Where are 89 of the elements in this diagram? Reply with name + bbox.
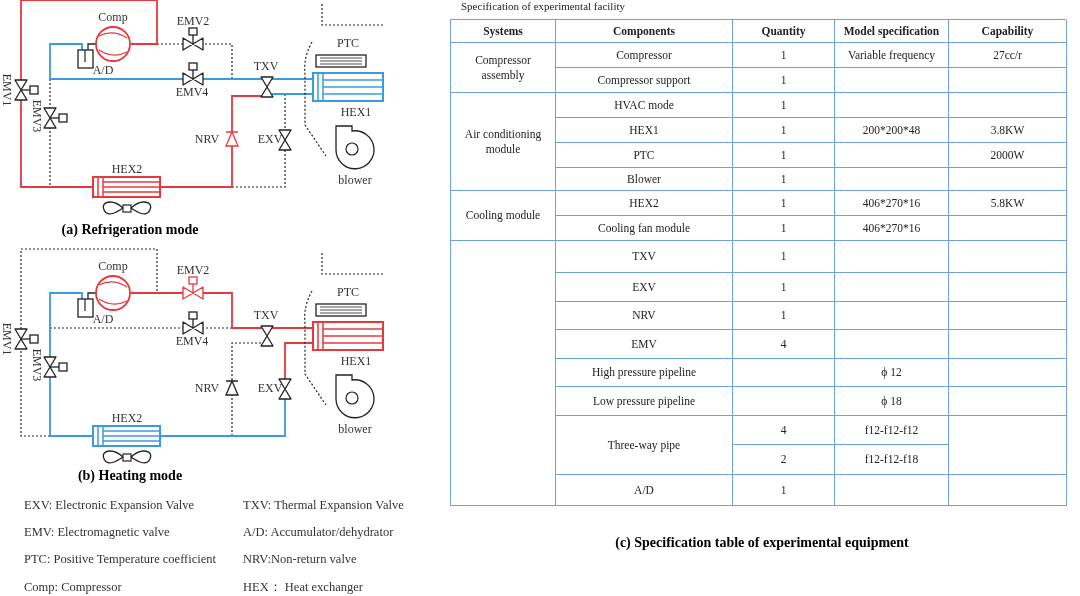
table-cell: EMV <box>556 330 733 359</box>
abbreviation-note: NRV:Non-return valve <box>243 552 357 566</box>
table-cell: 2 <box>733 445 835 475</box>
component-label: HEX2 <box>111 163 143 175</box>
component-label: EXV <box>257 133 283 145</box>
table-header-cell: Systems <box>451 20 556 43</box>
component-label: PTC <box>337 286 359 298</box>
component-label: EMV3 <box>31 348 43 382</box>
figure-caption: (a) Refrigeration mode <box>61 223 199 237</box>
table-cell: EXV <box>556 273 733 302</box>
table-header-cell: Quantity <box>733 20 835 43</box>
table-cell: 2000W <box>949 143 1067 168</box>
table-cell: 4 <box>733 330 835 359</box>
abbreviation-note: EMV: Electromagnetic valve <box>24 525 170 539</box>
component-label: EXV <box>257 382 283 394</box>
table-cell: 200*200*48 <box>835 118 949 143</box>
table-cell: HEX1 <box>556 118 733 143</box>
table-cell: NRV <box>556 302 733 330</box>
table-cell: 1 <box>733 118 835 143</box>
abbreviation-note: A/D: Accumulator/dehydrator <box>243 525 394 539</box>
table-cell: HEX2 <box>556 191 733 216</box>
component-label: blower <box>338 174 372 186</box>
table-cell: 1 <box>733 43 835 68</box>
table-cell: PTC <box>556 143 733 168</box>
table-cell: 406*270*16 <box>835 216 949 241</box>
table-cell: 406*270*16 <box>835 191 949 216</box>
component-label: Comp <box>98 260 128 272</box>
table-cell: 1 <box>733 191 835 216</box>
table-cell: 1 <box>733 93 835 118</box>
component-label: HEX2 <box>111 412 143 424</box>
component-label: EMV3 <box>31 99 43 133</box>
component-label: EMV1 <box>1 73 13 107</box>
abbreviation-note: HEX： Heat exchanger <box>243 580 363 594</box>
table-cell: ϕ 18 <box>835 387 949 416</box>
abbreviation-note: TXV: Thermal Expansion Valve <box>243 498 404 512</box>
abbreviation-note: Comp: Compressor <box>24 580 122 594</box>
component-label: EMV4 <box>175 335 209 347</box>
component-label: EMV2 <box>176 15 210 27</box>
table-cell: ϕ 12 <box>835 359 949 387</box>
table-cell: Compressor support <box>556 68 733 93</box>
table-header-cell: Model specification <box>835 20 949 43</box>
component-label: Comp <box>98 11 128 23</box>
table-cell: 3.8KW <box>949 118 1067 143</box>
table-cell: 1 <box>733 302 835 330</box>
table-cell: TXV <box>556 241 733 273</box>
table-cell: 5.8KW <box>949 191 1067 216</box>
component-label: NRV <box>194 382 220 394</box>
figure-caption: (b) Heating mode <box>77 469 183 483</box>
component-label: EMV1 <box>1 322 13 356</box>
component-label: A/D <box>92 64 114 76</box>
abbreviation-note: EXV: Electronic Expansion Valve <box>24 498 194 512</box>
table-cell: 1 <box>733 168 835 191</box>
component-label: HEX1 <box>340 355 372 367</box>
component-label: EMV4 <box>175 86 209 98</box>
table-cell: A/D <box>556 475 733 506</box>
table-cell: Cooling fan module <box>556 216 733 241</box>
table-cell: Variable frequency <box>835 43 949 68</box>
table-cell: 4 <box>733 416 835 445</box>
table-cell: Compressor assembly <box>451 43 556 93</box>
component-label: A/D <box>92 313 114 325</box>
table-cell: Air conditioning module <box>451 93 556 191</box>
table-cell: Cooling module <box>451 191 556 241</box>
table-cell: 1 <box>733 241 835 273</box>
table-cell: 1 <box>733 273 835 302</box>
component-label: PTC <box>337 37 359 49</box>
component-label: TXV <box>253 60 279 72</box>
table-cell: 1 <box>733 216 835 241</box>
component-label: blower <box>338 423 372 435</box>
table-cell: HVAC mode <box>556 93 733 118</box>
table-cell: Compressor <box>556 43 733 68</box>
table-cell: Blower <box>556 168 733 191</box>
table-cell: 1 <box>733 143 835 168</box>
table-cell: High pressure pipeline <box>556 359 733 387</box>
table-title: Specification of experimental facility <box>461 1 626 12</box>
table-cell: Three-way pipe <box>556 416 733 475</box>
abbreviation-note: PTC: Positive Temperature coefficient <box>24 552 217 566</box>
table-cell: f12-f12-f12 <box>835 416 949 445</box>
component-label: TXV <box>253 309 279 321</box>
component-label: EMV2 <box>176 264 210 276</box>
figure-caption: (c) Specification table of experimental equipment <box>615 536 909 550</box>
table-cell: 1 <box>733 68 835 93</box>
component-label: NRV <box>194 133 220 145</box>
table-header-cell: Capability <box>949 20 1067 43</box>
table-cell: Low pressure pipeline <box>556 387 733 416</box>
table-header-cell: Components <box>556 20 733 43</box>
table-cell: f12-f12-f18 <box>835 445 949 475</box>
component-label: HEX1 <box>340 106 372 118</box>
table-cell: 27cc/r <box>949 43 1067 68</box>
table-cell: 1 <box>733 475 835 506</box>
